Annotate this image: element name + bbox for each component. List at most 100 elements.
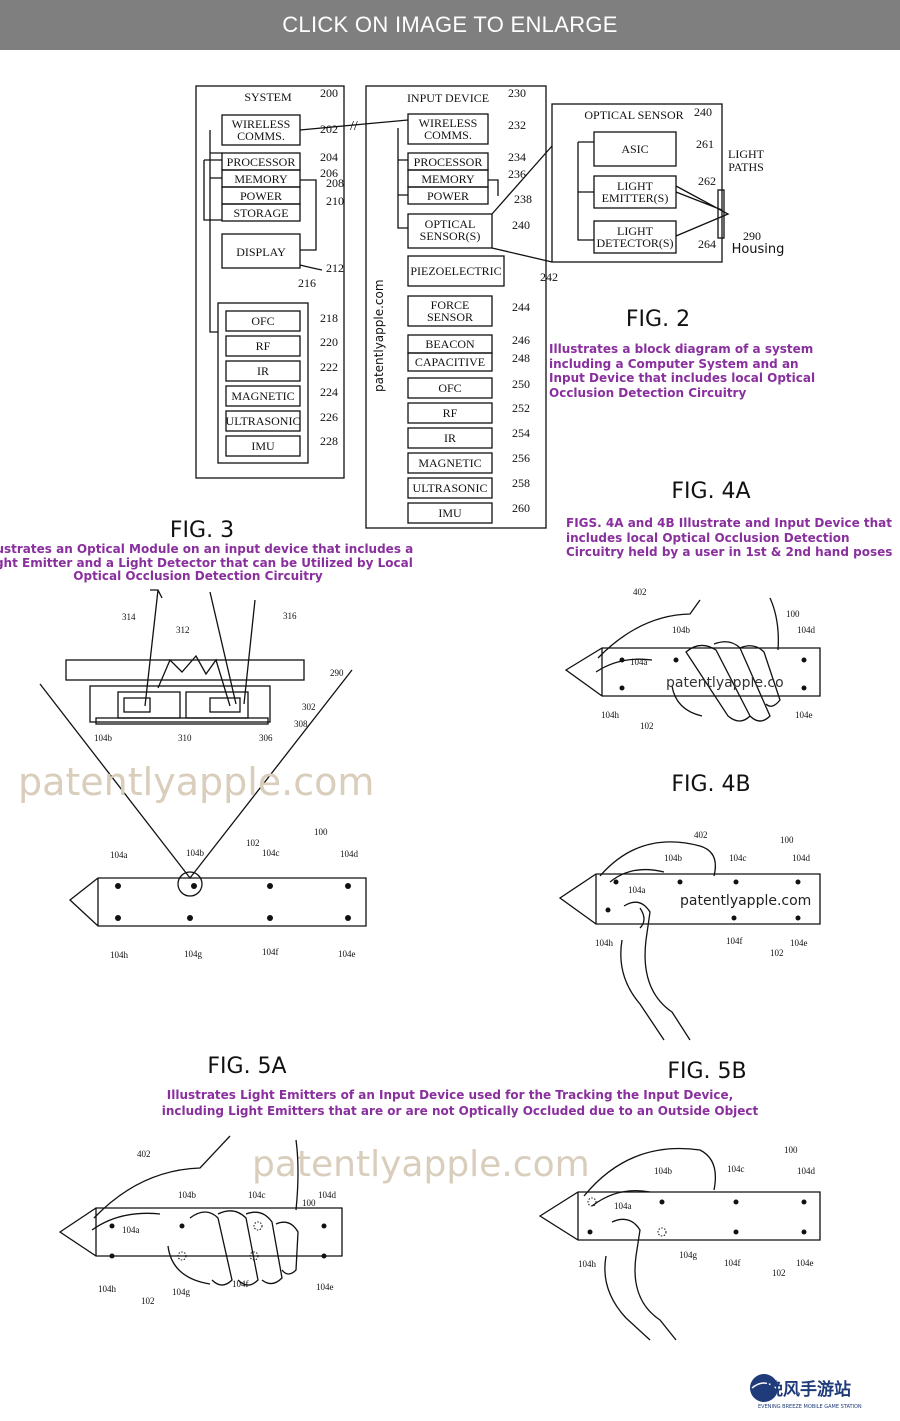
fig3-pen-100: 100 <box>314 827 328 837</box>
sys-sensor-magnetic: MAGNETIC <box>231 389 294 403</box>
sys-block-processor: PROCESSOR <box>227 155 296 169</box>
housing-ref: 290 <box>743 229 761 243</box>
fig3-pen-emitters <box>115 883 351 921</box>
fig3-caption-l1: Illustrates an Optical Module on an inpu… <box>0 542 413 556</box>
dev-rf: RF <box>443 406 458 420</box>
fig3-pen-104c: 104c <box>262 848 280 858</box>
fig3-ref-302: 302 <box>302 702 316 712</box>
system-ref: 200 <box>320 86 338 100</box>
dev-ref-250: 250 <box>512 377 530 391</box>
fig5a-ref-104c: 104c <box>248 1190 266 1200</box>
opt-emitter-l2: EMITTER(S) <box>602 191 669 205</box>
fig3-pen-104f: 104f <box>262 947 279 957</box>
fig4a-watermark: patentlyapple.co <box>666 675 784 691</box>
fig3-pen-104g: 104g <box>184 949 203 959</box>
fig2-caption-l1: Illustrates a block diagram of a system <box>549 342 813 356</box>
opt-ref-262: 262 <box>698 174 716 188</box>
dev-wireless-l1: WIRELESS <box>419 116 478 130</box>
light-paths-l1: LIGHT <box>728 147 765 161</box>
sys-block-power: POWER <box>240 189 282 203</box>
fig3-ref-104b: 104b <box>94 733 113 743</box>
fig4b-ref-104b: 104b <box>664 853 683 863</box>
sys-sensor-ultrasonic: ULTRASONIC <box>226 414 301 428</box>
sys-ref-206: 206 <box>320 166 338 180</box>
sys-ref-204: 204 <box>320 150 338 164</box>
fig5-caption: Illustrates Light Emitters of an Input D… <box>162 1088 759 1118</box>
sys-ref-222: 222 <box>320 360 338 374</box>
fig4a-title: FIG. 4A <box>671 479 750 504</box>
fig4b-ref-100: 100 <box>780 835 794 845</box>
opt-ref-264: 264 <box>698 237 716 251</box>
fig4b-ref-104d: 104d <box>792 853 811 863</box>
fig4a-ref-104d: 104d <box>797 625 816 635</box>
enlarge-banner[interactable]: CLICK ON IMAGE TO ENLARGE <box>0 0 900 50</box>
site-logo[interactable]: 晚风手游站 EVENING BREEZE MOBILE GAME STATION <box>700 1364 900 1416</box>
watermark-fig5: patentlyapple.com <box>252 1144 590 1185</box>
sys-ref-212: 212 <box>326 261 344 275</box>
dev-force-l1: FORCE <box>431 298 470 312</box>
input-device-title: INPUT DEVICE <box>407 91 489 105</box>
fig2-caption-l3: Input Device that includes local Optical <box>549 371 815 385</box>
housing-label: Housing <box>732 242 785 257</box>
dev-ref-254: 254 <box>512 426 530 440</box>
dev-power: POWER <box>427 189 469 203</box>
fig4b-ref-104a: 104a <box>628 885 646 895</box>
fig5b-ref-104h: 104h <box>578 1259 597 1269</box>
fig5b-title: FIG. 5B <box>667 1059 746 1084</box>
logo-cn-text: 晚风手游站 <box>766 1379 851 1400</box>
sys-ref-202: 202 <box>320 122 338 136</box>
fig3-pen-104d: 104d <box>340 849 359 859</box>
dev-ref-236: 236 <box>508 167 526 181</box>
dev-ref-240: 240 <box>512 218 530 232</box>
fig5a-ref-104b: 104b <box>178 1190 197 1200</box>
sys-ref-224: 224 <box>320 385 338 399</box>
fig3-pen-104b: 104b <box>186 848 205 858</box>
dev-optical-l1: OPTICAL <box>425 217 476 231</box>
dev-ref-244: 244 <box>512 300 530 314</box>
sys-block-memory: MEMORY <box>234 172 288 186</box>
sys-block-display: DISPLAY <box>236 245 286 259</box>
fig2-title: FIG. 2 <box>626 307 690 332</box>
fig3-ref-312: 312 <box>176 625 190 635</box>
fig5a-ref-104h: 104h <box>98 1284 117 1294</box>
opt-detector-l1: LIGHT <box>617 224 654 238</box>
watermark-fig3: patentlyapple.com <box>18 760 374 804</box>
fig5b-ref-104e: 104e <box>796 1258 814 1268</box>
sys-ref-228: 228 <box>320 434 338 448</box>
fig3-title: FIG. 3 <box>170 518 234 543</box>
fig2-block-diagram: SYSTEM 200 WIRELESS COMMS. 202 PROCESSOR… <box>195 85 785 529</box>
fig4a-ref-104e: 104e <box>795 710 813 720</box>
fig4a-ref-402: 402 <box>633 587 647 597</box>
patent-figures: SYSTEM 200 WIRELESS COMMS. 202 PROCESSOR… <box>0 85 892 1341</box>
fig4-caption-l3: Circuitry held by a user in 1st & 2nd ha… <box>566 545 892 559</box>
sys-ref-218: 218 <box>320 311 338 325</box>
fig3-ref-290: 290 <box>330 668 344 678</box>
dev-capacitive: CAPACITIVE <box>415 355 485 369</box>
sys-block-storage: STORAGE <box>233 206 288 220</box>
dev-processor: PROCESSOR <box>414 155 483 169</box>
fig5a-ref-402: 402 <box>137 1149 151 1159</box>
dev-ref-248: 248 <box>512 351 530 365</box>
fig3-ref-310: 310 <box>178 733 192 743</box>
opt-asic: ASIC <box>621 142 648 156</box>
fig4b-ref-104f: 104f <box>726 936 743 946</box>
sys-sensor-imu: IMU <box>251 439 275 453</box>
fig4b-ref-402: 402 <box>694 830 708 840</box>
sys-sensor-rf: RF <box>256 339 271 353</box>
fig5a-title: FIG. 5A <box>207 1054 286 1079</box>
fig5b-ref-104a: 104a <box>614 1201 632 1211</box>
dev-ofc: OFC <box>438 381 461 395</box>
dev-ref-242: 242 <box>540 270 558 284</box>
fig2-caption-l4: Occlusion Detection Circuitry <box>549 386 746 400</box>
fig4b-ref-104h: 104h <box>595 938 614 948</box>
sys-sensors-ref: 216 <box>298 276 316 290</box>
fig3-caption-l3: Optical Occlusion Detection Circuitry <box>73 569 323 583</box>
optical-sensor-ref: 240 <box>694 105 712 119</box>
fig5-caption-l1: Illustrates Light Emitters of an Input D… <box>167 1088 733 1102</box>
sys-ref-220: 220 <box>320 335 338 349</box>
fig3-pen-102: 102 <box>246 838 260 848</box>
optical-sensor-title: OPTICAL SENSOR <box>584 108 683 122</box>
opt-ref-261: 261 <box>696 137 714 151</box>
